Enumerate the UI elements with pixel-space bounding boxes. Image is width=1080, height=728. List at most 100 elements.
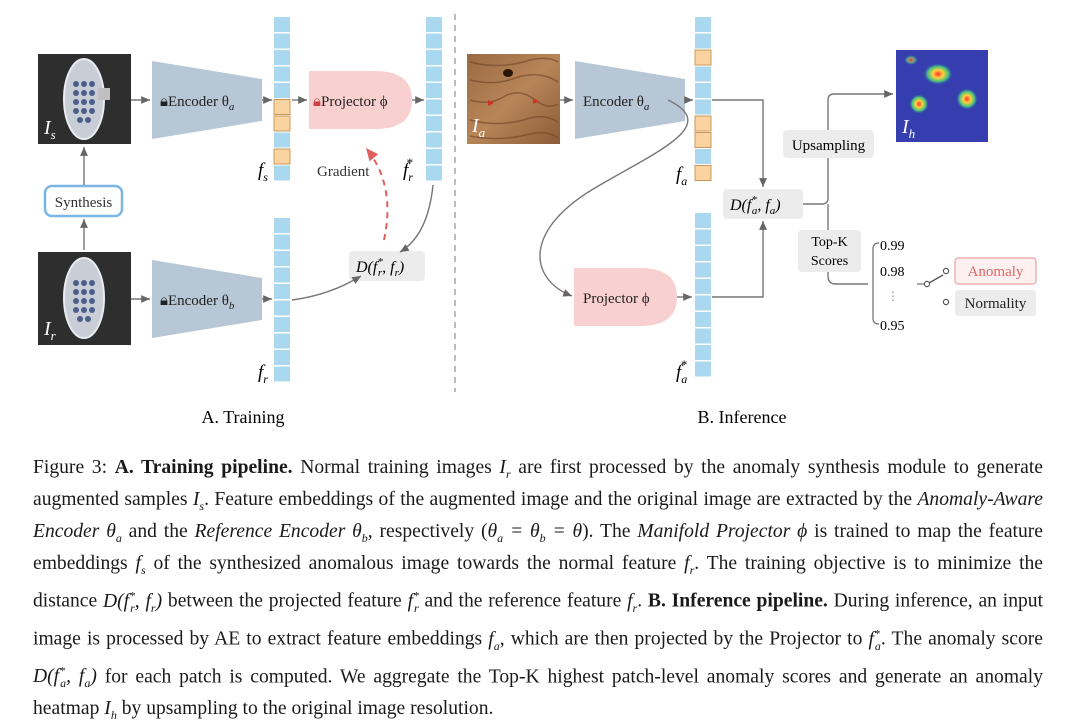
topk-label-1: Top-K bbox=[811, 235, 847, 250]
reference-encoder-term: Reference Encoder bbox=[194, 521, 346, 543]
feature-cell bbox=[426, 116, 442, 131]
feature-cell bbox=[426, 132, 442, 148]
distance-box-inference bbox=[723, 189, 803, 219]
feature-cell bbox=[274, 300, 290, 316]
img-a-label: Ia bbox=[471, 115, 486, 140]
anomalous-patch-cell bbox=[273, 115, 291, 132]
feature-cell bbox=[274, 284, 290, 299]
distance-box-training bbox=[349, 251, 425, 281]
training-pipeline-title: A. Training pipeline. bbox=[114, 457, 293, 478]
synthesized-image bbox=[38, 54, 131, 144]
anomalous-patch-cell bbox=[273, 99, 291, 115]
feature-cell bbox=[426, 66, 442, 82]
feature-cell bbox=[695, 312, 711, 327]
feature-cell bbox=[274, 132, 290, 148]
feature-cell bbox=[695, 345, 711, 360]
feature-column-fa-star bbox=[695, 213, 711, 377]
feature-cell bbox=[695, 66, 711, 82]
feature-cell bbox=[274, 350, 290, 365]
feature-cell bbox=[695, 361, 711, 377]
feature-cell bbox=[426, 165, 442, 181]
encoder-b-shape bbox=[152, 260, 262, 338]
feature-cell bbox=[695, 33, 711, 49]
feature-cell bbox=[274, 165, 290, 181]
feature-cell bbox=[695, 17, 711, 32]
arrow-frstar-to-distance bbox=[399, 184, 434, 253]
feature-cell bbox=[274, 33, 290, 49]
anomaly-box bbox=[954, 257, 1037, 285]
feature-cell bbox=[426, 99, 442, 115]
feature-column-fs bbox=[273, 17, 291, 181]
upsampling-box bbox=[783, 130, 874, 158]
feature-cell bbox=[274, 50, 290, 65]
feature-cell bbox=[695, 246, 711, 261]
img-h-label: Ih bbox=[901, 116, 915, 141]
lock-icon: 🔒︎ bbox=[160, 94, 168, 110]
score-3: 0.95 bbox=[880, 319, 905, 334]
img-s-label: Is bbox=[43, 117, 56, 142]
feature-cell bbox=[274, 333, 290, 349]
anomalous-patch-cell bbox=[694, 165, 712, 181]
anomaly-label: Anomaly bbox=[968, 264, 1024, 280]
synthesis-label: Synthesis bbox=[55, 195, 113, 211]
normality-box bbox=[955, 290, 1036, 316]
feature-cell bbox=[695, 279, 711, 294]
score-dots: ⋮ bbox=[887, 289, 899, 303]
feature-cell bbox=[274, 251, 290, 266]
projector-shape bbox=[309, 71, 412, 129]
feature-column-fr bbox=[274, 218, 290, 382]
normality-label: Normality bbox=[965, 296, 1027, 312]
switch-blade bbox=[928, 274, 944, 284]
distance-label-inference: D(f*a, fa) bbox=[729, 194, 781, 217]
feature-cell bbox=[274, 218, 290, 233]
upsampling-label: Upsampling bbox=[792, 138, 866, 154]
pipeline-figure: Is Ir Synthesis 🔒︎Encoder θa 🔒︎Encoder θ… bbox=[38, 14, 1037, 427]
lock-icon: 🔒︎ bbox=[313, 94, 321, 110]
fr-label: fr bbox=[258, 362, 268, 386]
anomalous-patch-cell bbox=[694, 49, 712, 66]
synthesis-box bbox=[43, 184, 124, 218]
gradient-arrow bbox=[365, 147, 389, 241]
topk-label-2: Scores bbox=[811, 254, 848, 269]
lock-icon: 🔒︎ bbox=[160, 293, 168, 309]
feature-cell bbox=[274, 317, 290, 332]
input-image bbox=[467, 54, 560, 144]
feature-cell bbox=[426, 149, 442, 164]
projector-label: 🔒︎Projector ϕ bbox=[313, 94, 388, 110]
encoder-a-label: 🔒︎Encoder θa bbox=[160, 94, 235, 113]
branch-to-topk bbox=[827, 204, 868, 285]
figure-caption: Figure 3: A. Training pipeline. Normal t… bbox=[33, 457, 1044, 723]
fa-star-label: fa* bbox=[676, 357, 687, 386]
encoder-a-inference-label: Encoder θa bbox=[583, 94, 650, 113]
feature-cell bbox=[695, 295, 711, 311]
feature-column-fr-star bbox=[426, 17, 442, 181]
anomalous-patch-cell bbox=[694, 115, 712, 132]
inference-pipeline-title: B. Inference pipeline. bbox=[647, 590, 828, 612]
img-r-label: Ir bbox=[43, 318, 57, 343]
feature-cell bbox=[695, 149, 711, 164]
distance-label-training: D(f*r, fr) bbox=[355, 256, 404, 279]
projector-inference-label: Projector ϕ bbox=[583, 291, 650, 307]
feature-cell bbox=[274, 66, 290, 82]
gradient-label: Gradient bbox=[317, 164, 370, 180]
feature-cell bbox=[274, 267, 290, 283]
anomalous-patch-cell bbox=[694, 132, 712, 148]
anomalous-patch-cell bbox=[273, 148, 291, 165]
projector-inference-shape bbox=[574, 268, 677, 326]
feature-cell bbox=[695, 83, 711, 98]
training-section-label: A. Training bbox=[201, 407, 284, 427]
feature-cell bbox=[695, 213, 711, 228]
feature-cell bbox=[426, 83, 442, 98]
fa-label: fa bbox=[676, 164, 687, 188]
arrow-fastar-to-distance bbox=[712, 221, 767, 298]
feature-cell bbox=[695, 99, 711, 115]
feature-cell bbox=[695, 262, 711, 278]
figure-label: Figure 3: bbox=[33, 457, 108, 478]
fs-label: fs bbox=[258, 160, 268, 184]
score-2: 0.98 bbox=[880, 265, 905, 280]
feature-cell bbox=[426, 33, 442, 49]
arrow-fa-to-distance bbox=[712, 99, 767, 187]
switch-pivot bbox=[923, 280, 931, 288]
encoder-a-shape bbox=[152, 61, 262, 139]
feature-cell bbox=[274, 83, 290, 98]
